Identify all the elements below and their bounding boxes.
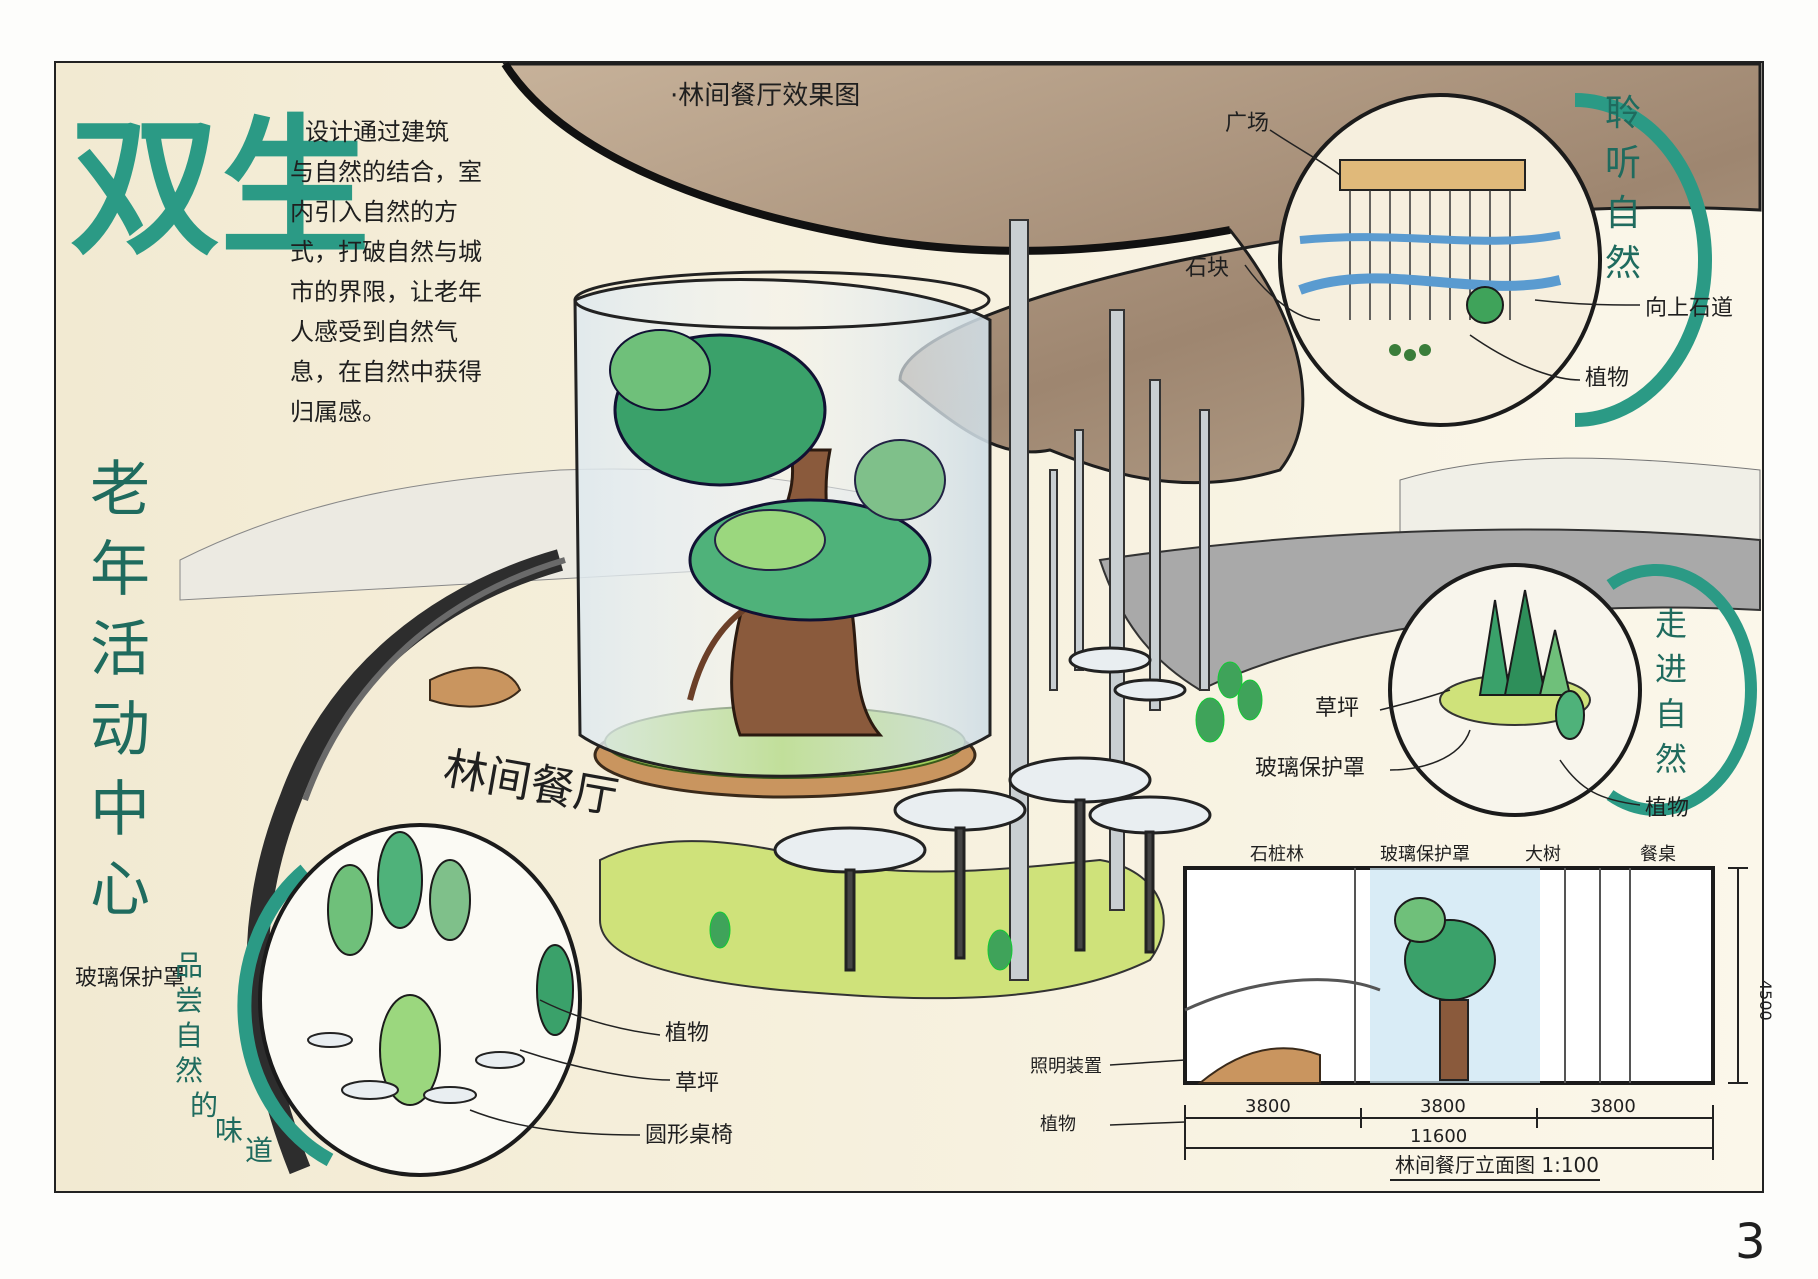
round-tables: [773, 646, 1212, 972]
label-column: 石桩林: [1250, 844, 1304, 865]
title-sub-char: 中: [90, 775, 150, 845]
side-char: 走: [1655, 605, 1687, 643]
label-plants: 植物: [1645, 796, 1689, 821]
page-number: 3: [1735, 1214, 1766, 1270]
label-plants: 植物: [665, 1021, 709, 1046]
label-glass: 玻璃保护罩: [75, 966, 185, 991]
description-line: 息，在自然中获得: [290, 358, 482, 386]
plant-sprigs: [709, 661, 1263, 971]
left-vignette: [237, 823, 582, 1177]
side-char: 道: [245, 1134, 273, 1167]
title-sub-char: 年: [90, 535, 150, 605]
description-line: 市的界限，让老年: [290, 278, 482, 306]
description-line: 式，打破自然与城: [290, 238, 482, 266]
side-char: 然: [175, 1054, 203, 1087]
leader-lines: [469, 129, 1641, 1136]
title-sub-char: 活: [90, 615, 150, 685]
side-char: 品: [175, 949, 203, 982]
title-sub-char: 心: [90, 855, 150, 925]
elevation-labels: 石桩林 玻璃保护罩 大树 餐桌 照明装置 植物 3800 3800 3800 1…: [1030, 844, 1775, 1177]
mid-vignette-labels: 草坪 玻璃保护罩 植物: [1255, 696, 1689, 821]
label-lights: 照明装置: [1030, 1056, 1102, 1077]
top-vignette-side: 聆 听 自 然: [1605, 93, 1641, 284]
dim-a: 3800: [1245, 1096, 1291, 1117]
title-sub-column: 老 年 活 动 中 心: [90, 455, 150, 925]
dim-height: 4500: [1756, 980, 1775, 1021]
label-plaza: 广场: [1225, 111, 1269, 136]
side-char: 味: [215, 1114, 243, 1147]
title-sub-char: 动: [90, 695, 150, 765]
label-tables: 圆形桌椅: [645, 1123, 733, 1148]
title-sub-char: 老: [90, 455, 150, 525]
description-line: 内引入自然的方: [290, 198, 458, 226]
left-vignette-labels: 玻璃保护罩 植物 草坪 圆形桌椅: [75, 966, 733, 1148]
title-main: 双生: [70, 102, 370, 276]
side-char: 自: [1655, 695, 1687, 733]
top-vignette: [1278, 93, 1712, 427]
label-lawn: 草坪: [1315, 696, 1359, 721]
view-heading: ·林间餐厅效果图: [670, 81, 860, 111]
elevation-drawing: [1183, 866, 1748, 1160]
label-table: 餐桌: [1640, 844, 1676, 865]
curved-wall-highlight: [302, 557, 566, 802]
label-tree: 大树: [1525, 844, 1561, 865]
label-plants: 植物: [1040, 1114, 1076, 1135]
side-char: 然: [1655, 740, 1687, 778]
label-lawn: 草坪: [675, 1071, 719, 1096]
label-plants: 植物: [1585, 366, 1629, 391]
dim-c: 3800: [1590, 1096, 1636, 1117]
label-glass: 玻璃保护罩: [1255, 756, 1365, 781]
side-char: 自: [175, 1019, 203, 1052]
ceiling-edge: [501, 61, 1231, 255]
left-vignette-side: 品 尝 自 然 的 味 道: [175, 949, 273, 1167]
dim-total: 11600: [1410, 1126, 1467, 1147]
wood-bench: [429, 666, 522, 708]
side-char: 的: [190, 1089, 218, 1122]
description-line: 人感受到自然气: [290, 318, 458, 346]
top-vignette-labels: 广场 石块 向上石道 植物: [1185, 111, 1733, 391]
description-line: 与自然的结合，室: [290, 158, 482, 186]
label-glass: 玻璃保护罩: [1380, 844, 1470, 865]
side-char: 然: [1605, 243, 1641, 284]
side-char: 聆: [1605, 93, 1641, 134]
label-path: 向上石道: [1645, 296, 1733, 321]
dim-b: 3800: [1420, 1096, 1466, 1117]
description: 设计通过建筑 与自然的结合，室 内引入自然的方 式，打破自然与城 市的界限，让老…: [290, 118, 482, 426]
glass-tree-pavilion: [573, 270, 992, 799]
side-char: 自: [1605, 193, 1641, 234]
side-char: 听: [1605, 143, 1641, 184]
label-steps: 石块: [1185, 256, 1229, 281]
elevation-caption: 林间餐厅立面图 1:100: [1395, 1153, 1599, 1177]
description-line: 归属感。: [290, 398, 386, 426]
description-line: 设计通过建筑: [305, 118, 449, 146]
side-char: 进: [1655, 650, 1687, 688]
side-char: 尝: [175, 984, 203, 1017]
mid-vignette-side: 走 进 自 然: [1655, 605, 1687, 778]
